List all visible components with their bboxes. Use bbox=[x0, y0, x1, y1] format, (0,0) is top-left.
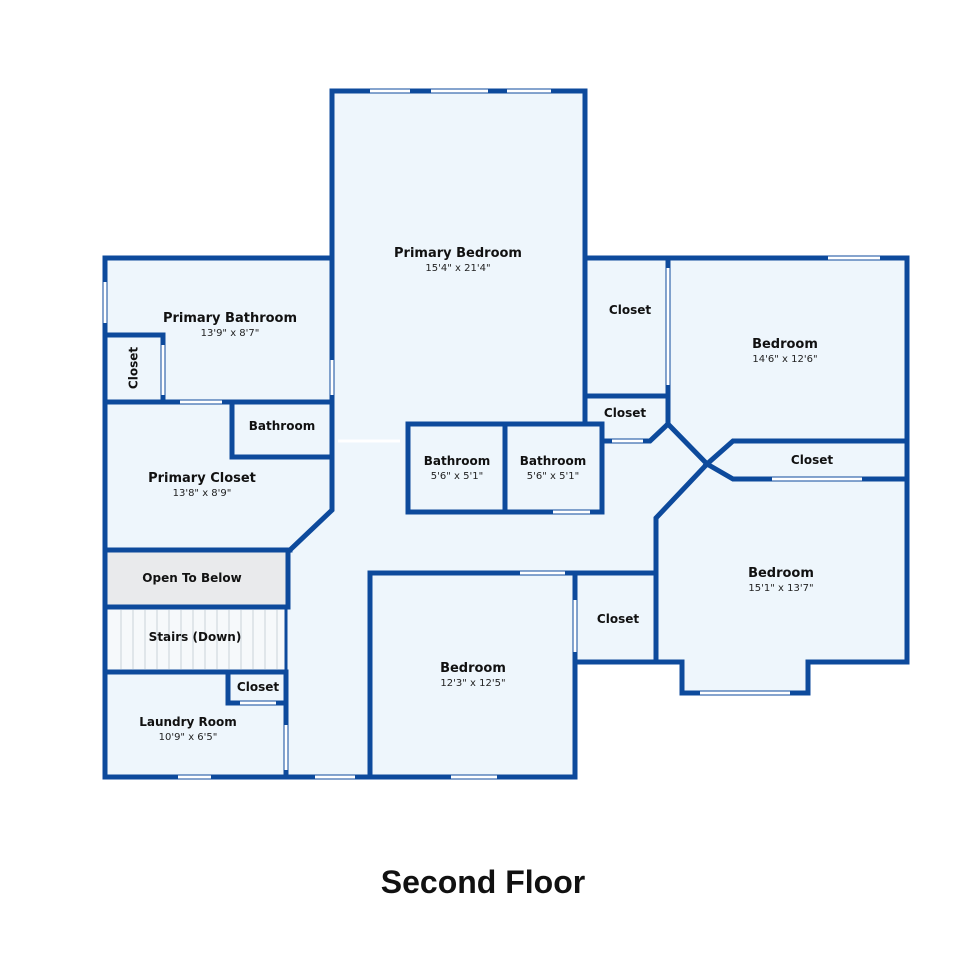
room-dim-primary-bedroom: 15'4" x 21'4" bbox=[425, 263, 490, 274]
floor-title: Second Floor bbox=[381, 864, 585, 900]
room-name-primary-bath-closet: Closet bbox=[127, 347, 141, 389]
room-dim-bedroom-s: 12'3" x 12'5" bbox=[440, 678, 505, 689]
room-name-closet-upper: Closet bbox=[609, 303, 651, 317]
exterior-wall bbox=[102, 88, 910, 780]
room-name-bathroom-right: Bathroom bbox=[520, 454, 586, 468]
windows bbox=[103, 89, 880, 779]
room-name-open-to-below: Open To Below bbox=[142, 571, 241, 585]
room-dim-bathroom-left: 5'6" x 5'1" bbox=[431, 471, 483, 482]
bedroom-e-west-wall bbox=[653, 460, 711, 665]
room-name-closet-long: Closet bbox=[791, 453, 833, 467]
room-name-bedroom-e: Bedroom bbox=[748, 566, 814, 581]
room-name-closet-mid: Closet bbox=[604, 406, 646, 420]
open-to-below-wall bbox=[102, 547, 291, 610]
room-name-primary-bathroom: Primary Bathroom bbox=[163, 311, 297, 326]
room-name-bedroom-ne: Bedroom bbox=[752, 337, 818, 352]
room-name-primary-closet: Primary Closet bbox=[148, 471, 256, 486]
stairs-fill bbox=[106, 608, 286, 670]
room-dim-bedroom-e: 15'1" x 13'7" bbox=[748, 583, 813, 594]
room-name-closet-center: Closet bbox=[597, 612, 639, 626]
twin-bathrooms-walls bbox=[405, 421, 605, 515]
bedroom-s-walls bbox=[367, 570, 578, 780]
room-name-laundry-closet: Closet bbox=[237, 680, 279, 694]
room-name-primary-bedroom: Primary Bedroom bbox=[394, 246, 522, 261]
room-name-laundry-room: Laundry Room bbox=[139, 715, 237, 729]
open-to-below-fill bbox=[106, 550, 288, 606]
room-dim-primary-bathroom: 13'9" x 8'7" bbox=[201, 328, 260, 339]
small-bathroom-walls bbox=[229, 399, 335, 460]
room-name-bedroom-s: Bedroom bbox=[440, 661, 506, 676]
room-dim-bathroom-right: 5'6" x 5'1" bbox=[527, 471, 579, 482]
room-name-bathroom-left: Bathroom bbox=[424, 454, 490, 468]
room-dim-primary-closet: 13'8" x 8'9" bbox=[173, 488, 232, 499]
room-dim-laundry-room: 10'9" x 6'5" bbox=[159, 732, 218, 743]
room-dim-bedroom-ne: 14'6" x 12'6" bbox=[752, 354, 817, 365]
room-name-bathroom-small: Bathroom bbox=[249, 419, 315, 433]
walls bbox=[102, 88, 910, 780]
labels: Primary Bedroom 15'4" x 21'4" Primary Ba… bbox=[127, 246, 834, 900]
primary-bedroom-west-wall bbox=[286, 255, 335, 554]
room-name-stairs: Stairs (Down) bbox=[149, 630, 242, 644]
hall-diagonal-wall bbox=[664, 420, 711, 468]
stair-treads bbox=[120, 610, 278, 669]
